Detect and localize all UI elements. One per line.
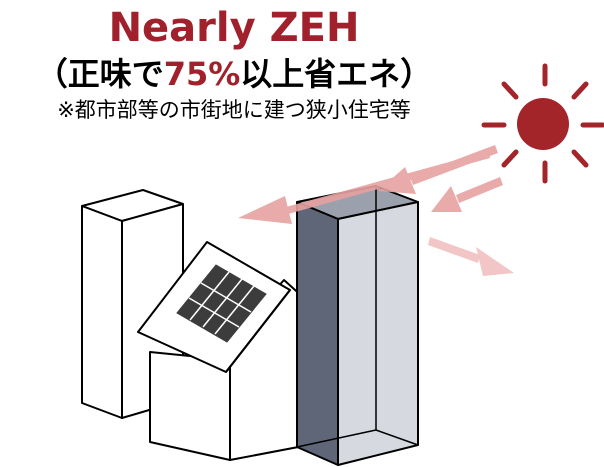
note-text: ※都市部等の市街地に建つ狭小住宅等 — [57, 98, 411, 122]
sun-disc — [517, 98, 569, 150]
reflected-arrow — [428, 237, 514, 276]
sunlight-arrows — [238, 145, 503, 224]
subtitle: （正味で75%以上省エネ） — [0, 54, 468, 94]
ray-arrow-3 — [431, 177, 503, 212]
ray-arrow-2 — [378, 145, 498, 194]
subtitle-open: （正味で — [35, 55, 164, 93]
subtitle-close: 以上省エネ） — [240, 55, 433, 93]
sun-icon — [481, 63, 604, 184]
subtitle-percent: 75% — [163, 55, 241, 93]
left-building-icon — [81, 189, 184, 419]
building-icon — [296, 185, 419, 466]
solar-panel-icon — [176, 264, 267, 343]
page-title: Nearly ZEH — [108, 5, 360, 51]
